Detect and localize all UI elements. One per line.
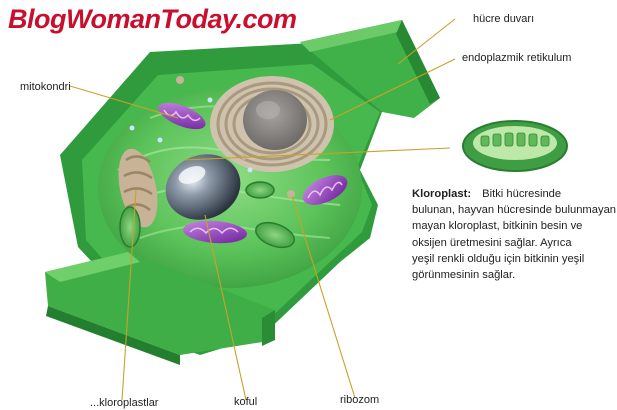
nucleus [243, 90, 307, 150]
chloroplast-detail [462, 120, 568, 172]
label-endoplasmic-reticulum: endoplazmik retikulum [462, 52, 572, 64]
description-line-5: yeşil renkli olduğu için bitkinin yeşil [412, 252, 585, 265]
description-term: Kloroplast: [412, 188, 472, 200]
description-line-6: görünmesinin sağlar. [412, 269, 516, 282]
vacuole [165, 154, 241, 220]
leader-lines [69, 18, 456, 401]
description-line-4: oksijen üretmesini sağlar. Ayrıca [412, 236, 572, 249]
label-cell-wall: hücre duvarı [473, 13, 535, 25]
chloroplasts [119, 181, 295, 249]
label-chloroplasts: ...kloroplastlar [90, 397, 159, 409]
description-line-2: bulunan, hayvan hücresinde bulunmayan [412, 204, 617, 217]
description-line-1: Kloroplast: Bitki hücresinde [412, 186, 617, 202]
description-line-3: mayan kloroplast, bitkinin besin ve [412, 220, 583, 233]
cell-wall-slab [45, 252, 275, 365]
label-ribosome: ribozom [340, 394, 380, 406]
label-vacuole: koful [234, 396, 258, 408]
mitochondria [158, 102, 348, 244]
description-text-1: Bitki hücresinde [482, 188, 562, 200]
chloroplast-description: Kloroplast: Bitki hücresinde bulunan, ha… [412, 186, 617, 283]
label-mitochondria: mitokondri [20, 81, 71, 93]
site-title: BlogWomanToday.com [8, 4, 297, 34]
